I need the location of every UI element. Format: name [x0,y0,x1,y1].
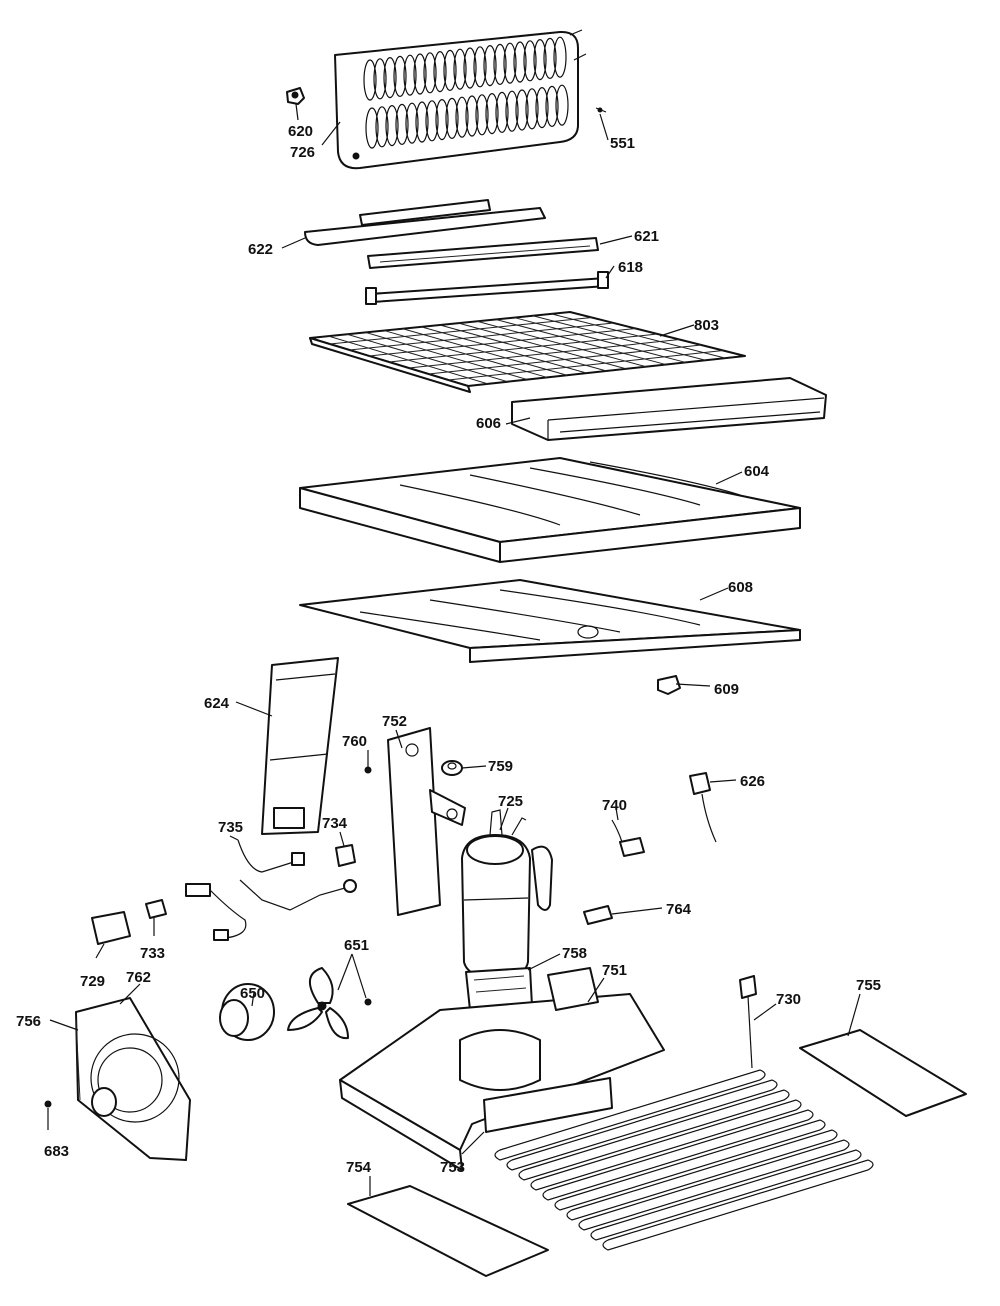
label-734: 734 [322,815,348,832]
label-609: 609 [714,681,739,698]
label-729: 729 [80,973,105,990]
panel-754[interactable] [347,1185,549,1277]
label-758: 758 [562,945,587,962]
screw-551[interactable] [595,107,607,113]
label-753: 753 [440,1159,465,1176]
leader-lines [47,103,861,1196]
grommet-759[interactable] [441,760,463,776]
label-606: 606 [476,415,501,432]
label-651: 651 [344,937,369,954]
label-624: 624 [204,695,230,712]
fan-motor-650[interactable] [219,983,275,1041]
label-551: 551 [610,135,635,152]
screw-683[interactable] [44,1100,52,1108]
label-762: 762 [126,969,151,986]
label-755: 755 [856,977,881,994]
fan-shroud-762[interactable] [75,997,191,1161]
channel-606[interactable] [511,377,827,441]
panel-755[interactable] [799,1029,967,1117]
label-622: 622 [248,241,273,258]
bracket-764[interactable] [583,905,613,925]
wire-shelf-803[interactable] [309,311,746,393]
evaporator-coil-726[interactable] [334,29,587,170]
label-620: 620 [288,123,313,140]
duct-753[interactable] [483,1077,613,1133]
label-626: 626 [740,773,765,790]
clip-609[interactable] [657,675,681,695]
condenser-730[interactable] [494,975,874,1251]
label-752: 752 [382,713,407,730]
thermostat-626[interactable] [689,772,717,843]
label-740: 740 [602,797,627,814]
rod-618[interactable] [365,271,609,305]
label-608: 608 [728,579,753,596]
bracket-752[interactable] [387,727,466,916]
label-650: 650 [240,985,265,1002]
label-735: 735 [218,819,243,836]
label-751: 751 [602,962,627,979]
label-730: 730 [776,991,801,1008]
capacitor-729[interactable] [91,911,131,945]
compressor-725[interactable] [461,809,553,979]
switch-734[interactable] [335,844,356,867]
cover-622[interactable] [304,199,546,246]
label-604: 604 [744,463,770,480]
part-620[interactable] [286,87,305,105]
label-754: 754 [346,1159,372,1176]
label-803: 803 [694,317,719,334]
duct-624[interactable] [261,657,339,835]
label-683: 683 [44,1143,69,1160]
label-733: 733 [140,945,165,962]
drain-pan-608[interactable] [299,579,801,663]
label-756: 756 [16,1013,41,1030]
connector-733[interactable] [145,899,167,919]
base-751[interactable] [339,967,665,1171]
label-764: 764 [666,901,692,918]
label-618: 618 [618,259,643,276]
label-726: 726 [290,144,315,161]
fan-blade-651[interactable] [287,967,372,1040]
part-labels: 620 726 551 622 621 618 803 606 604 608 … [16,123,881,1176]
label-621: 621 [634,228,659,245]
rail-621[interactable] [367,237,599,269]
wiring-harness-735[interactable] [185,839,357,941]
label-759: 759 [488,758,513,775]
label-725: 725 [498,793,523,810]
relay-740[interactable] [611,819,645,857]
label-760: 760 [342,733,367,750]
tray-604[interactable] [299,457,801,563]
